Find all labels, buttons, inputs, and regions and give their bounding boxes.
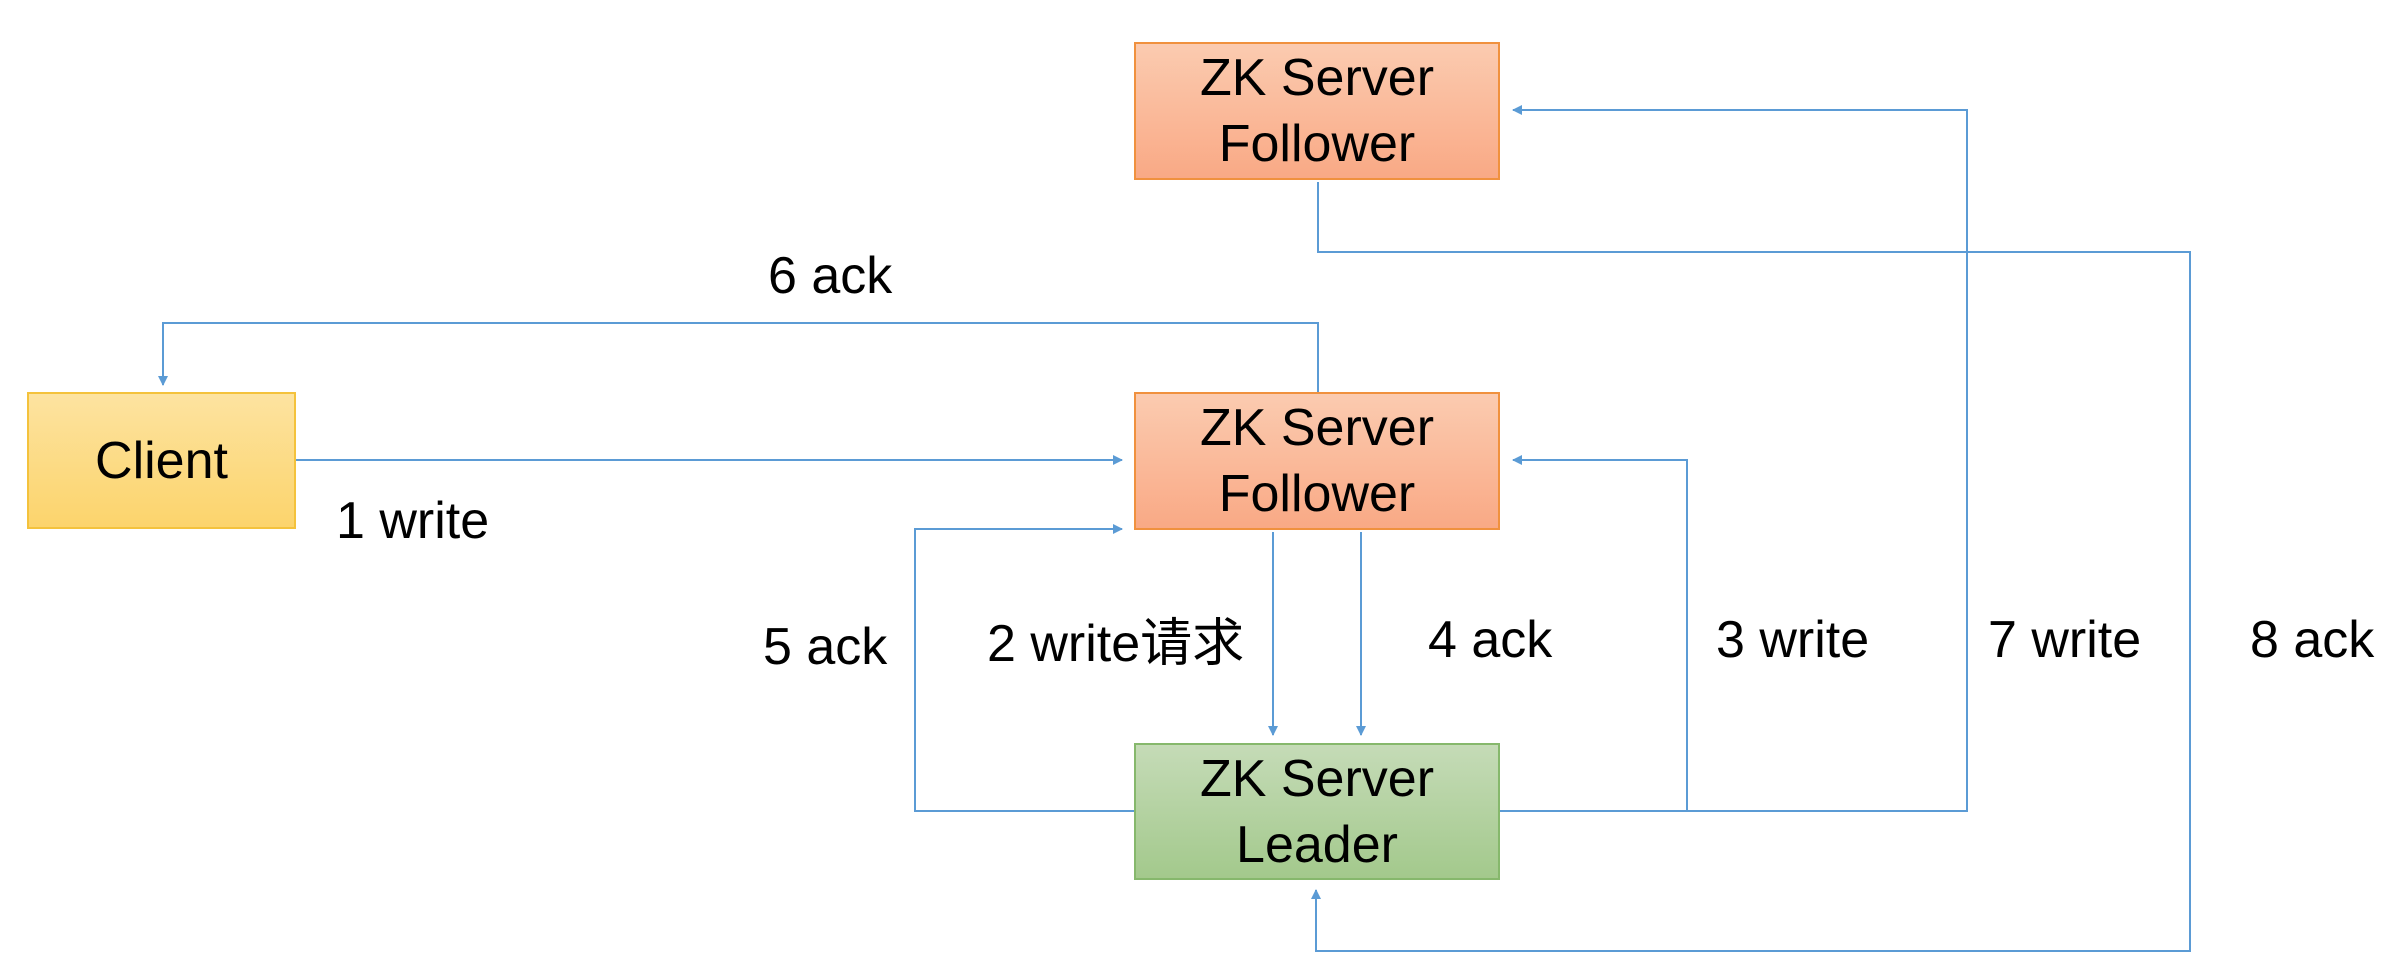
edge-label-5: 5 ack [763, 618, 888, 676]
edge-label-7: 7 write [1988, 611, 2142, 669]
edge-7-write [1500, 105, 1968, 812]
follower-top-node: ZK Server Follower [1134, 42, 1500, 180]
leader-line2: Leader [1236, 815, 1398, 874]
follower-mid-line1: ZK Server [1199, 399, 1435, 457]
leader-line1: ZK Server [1199, 749, 1435, 808]
client-label: Client [95, 431, 228, 490]
edge-5-ack [914, 524, 1134, 812]
client-node: Client [27, 392, 296, 529]
edge-8-ack [1311, 182, 2191, 952]
leader-node: ZK Server Leader [1134, 743, 1500, 880]
edge-label-8: 8 ack [2250, 611, 2375, 669]
edge-label-6: 6 ack [768, 247, 893, 305]
follower-top-line2: Follower [1218, 115, 1416, 173]
edge-label-1: 1 write [336, 492, 490, 550]
edge-label-4: 4 ack [1428, 611, 1553, 669]
edge-label-2: 2 write请求 [987, 615, 1245, 673]
edge-label-3: 3 write [1716, 611, 1870, 669]
follower-mid-node: ZK Server Follower [1134, 392, 1500, 530]
follower-mid-line2: Follower [1218, 465, 1416, 523]
follower-top-line1: ZK Server [1199, 49, 1435, 107]
edge-6-ack [158, 322, 1319, 392]
